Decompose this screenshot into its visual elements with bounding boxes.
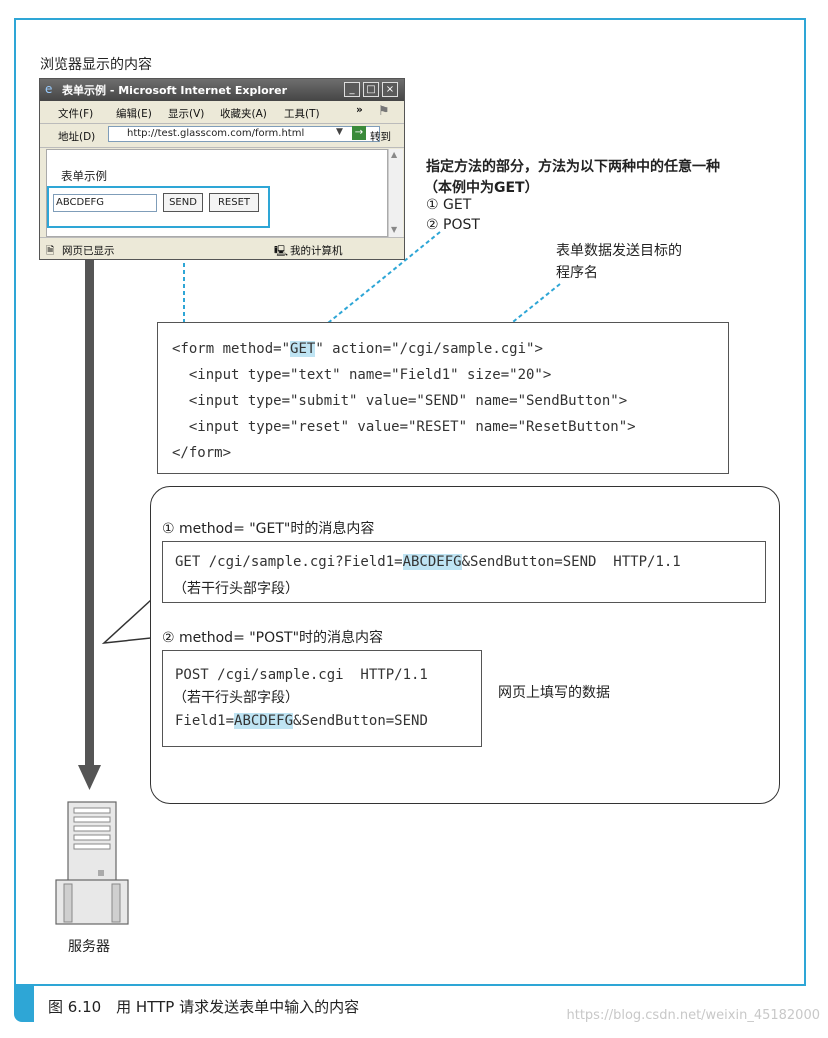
window-title: 表单示例 - Microsoft Internet Explorer: [62, 84, 287, 97]
get-line-2: （若干行头部字段）: [173, 581, 299, 597]
field1-input[interactable]: ABCDEFG: [53, 194, 157, 212]
scroll-up-icon[interactable]: ▲: [391, 150, 398, 159]
get-message-box: GET /cgi/sample.cgi?Field1=ABCDEFG&SendB…: [162, 541, 766, 603]
go-arrow-icon[interactable]: →: [352, 126, 366, 140]
menu-file[interactable]: 文件(F): [58, 108, 94, 120]
status-bar: 🗎 网页已显示 🖳 我的计算机: [40, 237, 404, 260]
flow-arrow-shaft: [85, 258, 94, 768]
code-line-4: <input type="reset" value="RESET" name="…: [172, 419, 636, 435]
menu-view[interactable]: 显示(V): [168, 108, 205, 120]
server-icon: [55, 801, 129, 925]
caption-bar: 图 6.10 用 HTTP 请求发送表单中输入的内容: [14, 986, 806, 1022]
status-left: 网页已显示: [62, 245, 115, 257]
code-line-1: <form method="GET" action="/cgi/sample.c…: [172, 341, 543, 357]
scrollbar[interactable]: ▲ ▼: [388, 149, 403, 237]
page-icon: 🗎: [46, 245, 55, 257]
flow-arrow-head: [78, 765, 101, 790]
message-panel: [150, 486, 780, 804]
watermark: https://blog.csdn.net/weixin_45182000: [566, 1008, 820, 1023]
code-line-5: </form>: [172, 445, 232, 461]
post-line-3: Field1=ABCDEFG&SendButton=SEND: [175, 713, 428, 729]
page-heading: 表单示例: [61, 169, 107, 183]
post-heading: ② method= "POST"时的消息内容: [162, 630, 384, 646]
menu-edit[interactable]: 编辑(E): [116, 108, 152, 120]
server-label: 服务器: [68, 939, 110, 955]
post-data-highlight: ABCDEFG: [234, 713, 294, 729]
title-bar: e 表单示例 - Microsoft Internet Explorer _ □…: [40, 79, 404, 101]
html-code-box: <form method="GET" action="/cgi/sample.c…: [157, 322, 729, 474]
address-bar: 地址(D) http://test.glasscom.com/form.html…: [40, 123, 404, 148]
address-input[interactable]: http://test.glasscom.com/form.html: [108, 126, 380, 142]
windows-flag-icon: ⚑: [378, 104, 390, 119]
go-button[interactable]: 转到: [370, 131, 391, 143]
browser-window: e 表单示例 - Microsoft Internet Explorer _ □…: [39, 78, 405, 260]
get-data-highlight: ABCDEFG: [402, 554, 462, 570]
menu-favorites[interactable]: 收藏夹(A): [220, 108, 267, 120]
address-label: 地址(D): [58, 131, 96, 143]
figure-frame: [14, 18, 806, 986]
scroll-down-icon[interactable]: ▼: [391, 225, 398, 234]
method-note-line2: （本例中为GET）: [424, 180, 539, 196]
get-heading: ① method= "GET"时的消息内容: [162, 521, 375, 537]
action-note-line2: 程序名: [556, 265, 598, 281]
method-option-post: ② POST: [426, 217, 480, 233]
browser-heading: 浏览器显示的内容: [40, 57, 152, 73]
close-button[interactable]: ×: [382, 82, 398, 97]
code-get-highlight: GET: [290, 341, 316, 357]
method-note-line1: 指定方法的部分，方法为以下两种中的任意一种: [426, 159, 720, 175]
code-line-2: <input type="text" name="Field1" size="2…: [172, 367, 552, 383]
status-right: 我的计算机: [290, 245, 343, 257]
figure-caption: 图 6.10 用 HTTP 请求发送表单中输入的内容: [48, 998, 360, 1016]
send-button[interactable]: SEND: [163, 193, 203, 212]
reset-button[interactable]: RESET: [209, 193, 259, 212]
get-line-1: GET /cgi/sample.cgi?Field1=ABCDEFG&SendB…: [175, 554, 681, 570]
menu-tools[interactable]: 工具(T): [284, 108, 320, 120]
caption-accent: [14, 986, 34, 1022]
address-dropdown-icon[interactable]: ▼: [336, 127, 343, 137]
post-line-1: POST /cgi/sample.cgi HTTP/1.1: [175, 667, 428, 683]
method-option-get: ① GET: [426, 197, 472, 213]
minimize-button[interactable]: _: [344, 82, 360, 97]
data-note: 网页上填写的数据: [498, 685, 610, 701]
menu-bar: 文件(F) 编辑(E) 显示(V) 收藏夹(A) 工具(T) » ⚑: [40, 101, 404, 124]
bubble-tail: [101, 598, 152, 644]
page-content: 表单示例: [46, 149, 388, 237]
form-highlight-box: [47, 186, 270, 228]
menu-more[interactable]: »: [356, 104, 363, 116]
code-line-3: <input type="submit" value="SEND" name="…: [172, 393, 628, 409]
maximize-button[interactable]: □: [363, 82, 379, 97]
post-line-2: （若干行头部字段）: [173, 690, 299, 706]
action-note-line1: 表单数据发送目标的: [556, 243, 682, 259]
post-message-box: POST /cgi/sample.cgi HTTP/1.1 （若干行头部字段） …: [162, 650, 482, 747]
computer-icon: 🖳: [274, 245, 289, 257]
ie-icon: e: [45, 82, 53, 96]
